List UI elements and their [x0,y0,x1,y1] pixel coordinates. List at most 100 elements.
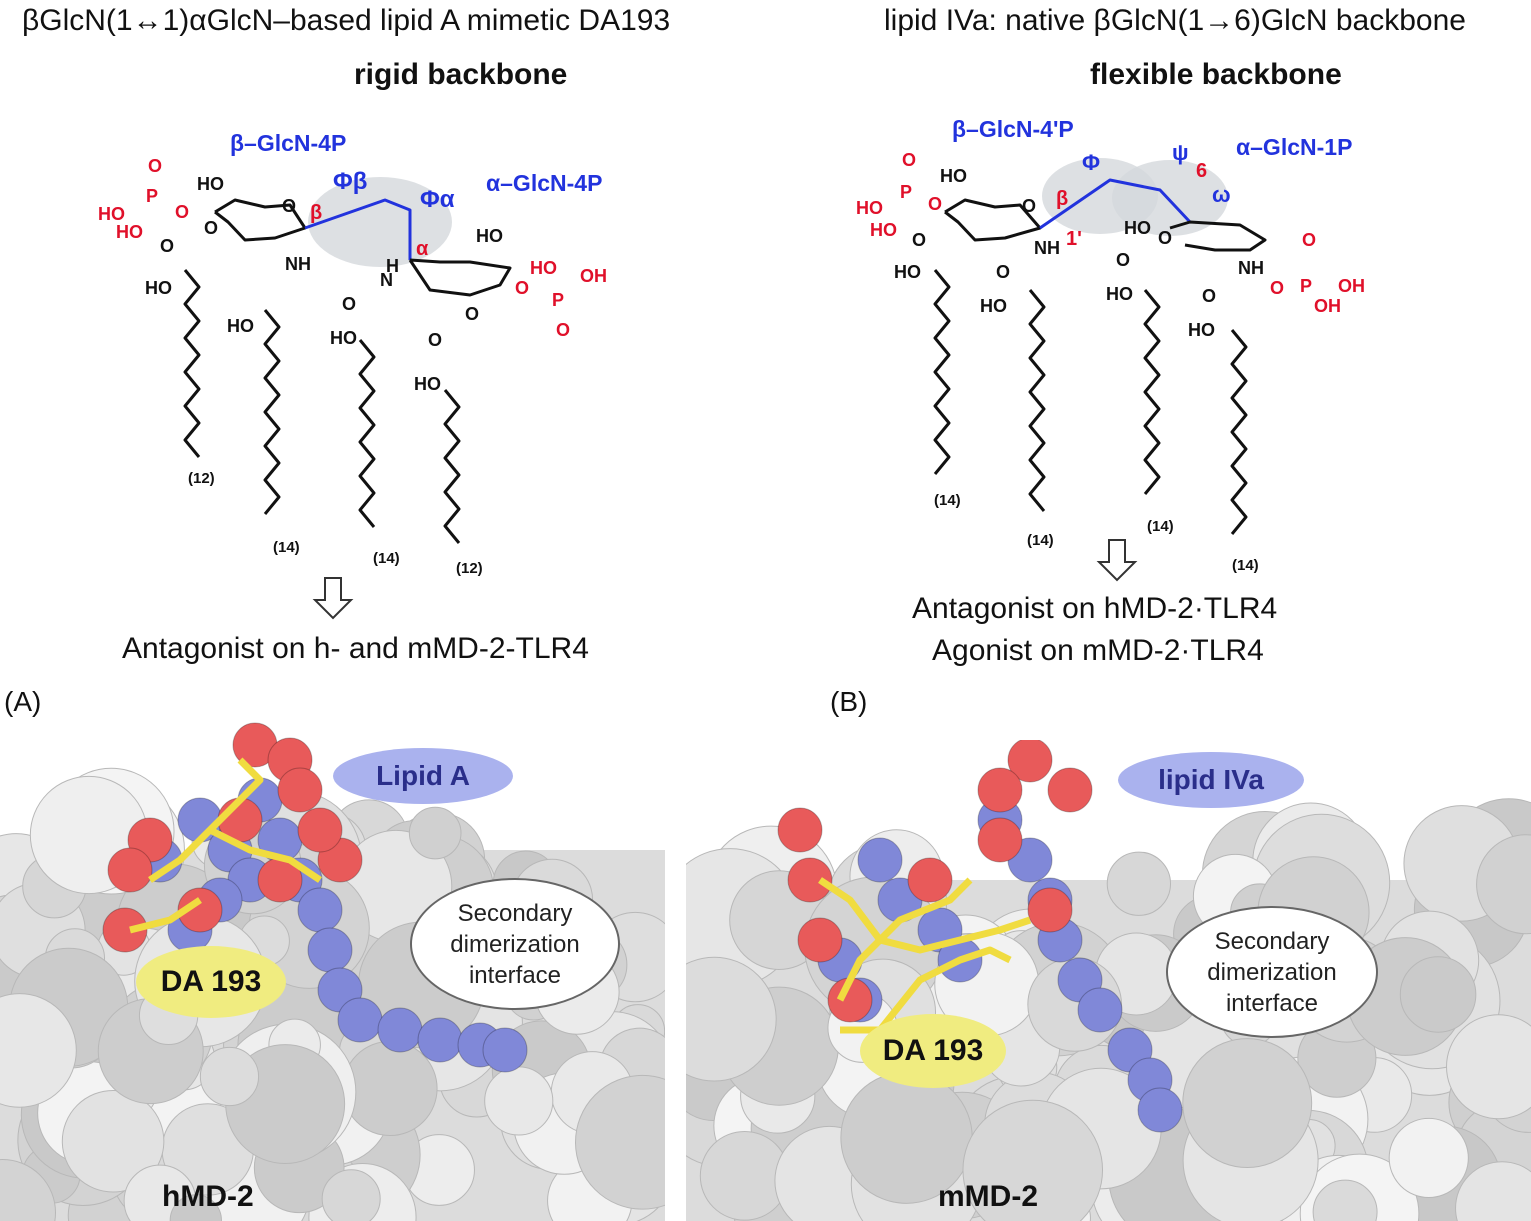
right-chain-length-1: (14) [934,492,961,509]
left-anomeric-alpha: α [416,238,429,260]
mmd2-surface-lobe [1312,1179,1378,1221]
hmd2-surface-lobe [169,1194,222,1221]
left-atom-label: O [465,304,480,324]
da193-label-a: DA 193 [160,965,262,998]
oxygen-sphere [277,767,323,813]
mmd2-surface-lobe [1446,1014,1531,1120]
left-glycosidic-bond [304,198,412,260]
right-title: lipid IVa: native βGlcN(1→6)GlcN backbon… [884,4,1466,37]
hmd2-label: hMD-2 [162,1180,254,1213]
oxygen-sphere [107,847,153,893]
torsion-region-left [308,177,452,267]
secondary-interface-bubble-b: Secondary dimerization interface [1166,906,1378,1038]
right-sugar-alpha-label: α–GlcN-1P [1236,134,1353,160]
left-chain-length-4: (12) [456,560,483,577]
hmd2-surface-lobe [484,1066,554,1136]
right-phosphate-atom-label: P [900,182,913,202]
hmd2-surface-lobe [199,1046,260,1107]
oxygen-sphere [177,887,223,933]
left-activity: Antagonist on h- and mMD-2-TLR4 [122,632,589,665]
left-atom-label: HO [330,328,357,348]
mmd2-surface-lobe [1106,851,1172,916]
hmd2-surface-lobe [321,1169,381,1221]
left-sugar-beta-label: β–GlcN-4P [230,130,347,156]
right-activity-mouse: Agonist on mMD-2·TLR4 [932,634,1264,667]
right-alpha-ring [1169,220,1267,252]
left-atom-label: O [428,330,443,350]
right-subtitle: flexible backbone [1090,58,1342,91]
left-anomeric-beta: β [310,202,323,224]
carbon-sphere [297,887,343,933]
lipid-iva-label: lipid IVa [1158,764,1264,795]
right-atom-label: O [1202,286,1217,306]
right-phosphate-atom-label: P [1300,276,1313,296]
right-chain-1 [933,269,951,475]
right-chain-2 [1028,289,1046,512]
left-phosphate-atom-label: O [515,278,530,298]
torsion-region-right-2 [1112,160,1228,236]
right-atom-label: O [1158,228,1173,248]
right-torsion-phi: Φ [1082,150,1101,175]
left-chain-length-2: (14) [273,539,300,556]
secondary-interface-label-b: Secondary dimerization interface [1207,927,1337,1017]
left-atom-label: HO [227,316,254,336]
lipid-a-label: Lipid A [376,760,470,791]
lipid-iva-bubble: lipid IVa [1118,752,1304,808]
right-atom-label: O [996,262,1011,282]
da193-sticks [208,826,322,883]
carbon-sphere [1077,987,1123,1033]
mmd2-label: mMD-2 [938,1180,1039,1213]
hmd2-surface-lobe [0,1159,56,1221]
da193-label-b: DA 193 [882,1034,984,1067]
right-glycosidic-bond [1039,178,1192,230]
left-phosphate-atom-label: HO [116,222,143,242]
oxygen-sphere [297,807,343,853]
left-atom-label: N [380,270,393,290]
panel-a-complex [0,722,665,1221]
left-atom-label: O [204,218,219,238]
oxygen-sphere [787,857,833,903]
right-chain-3 [1143,289,1161,495]
left-torsion-phi-beta: Φβ [333,168,368,195]
hmd2-surface-lobe [61,1089,165,1193]
right-atom-label: O [1022,196,1037,216]
right-phosphate-atom-label: OH [1338,276,1365,296]
right-atom-label: HO [894,262,921,282]
left-atom-label: HO [197,174,224,194]
right-atom-label: O [912,230,927,250]
da193-bubble-b: DA 193 [860,1014,1006,1088]
left-alpha-ring [408,258,512,297]
right-phosphate-atom-label: O [1270,278,1285,298]
right-sugar-beta-label: β–GlcN-4'P [952,116,1074,142]
right-activity-human: Antagonist on hMD-2·TLR4 [912,592,1278,625]
right-atom-label: HO [980,296,1007,316]
hmd2-surface-lobe [408,806,462,860]
right-anomeric-1prime: 1' [1066,228,1082,250]
carbon-sphere [1137,1087,1183,1133]
right-torsion-psi: ψ [1172,140,1189,165]
hmd2-surface-lobe [342,1040,438,1137]
right-anomeric-beta: β [1056,188,1069,210]
left-atom-label: HO [414,374,441,394]
left-subtitle: rigid backbone [354,58,568,91]
da193-bubble-a: DA 193 [136,946,286,1018]
left-phosphate-atom-label: P [146,186,159,206]
left-atom-label: O [282,196,297,216]
mmd2-surface-lobe [1476,834,1531,935]
secondary-interface-label-a: Secondary dimerization interface [450,899,580,989]
left-down-arrow [312,577,354,620]
carbon-sphere [857,837,903,883]
right-chain-length-4: (14) [1232,557,1259,574]
right-position-6: 6 [1196,160,1208,182]
right-phosphate-atom-label: HO [856,198,883,218]
right-chain-length-3: (14) [1147,518,1174,535]
left-phosphate-atom-label: O [556,320,571,340]
oxygen-sphere [1027,887,1073,933]
mmd2-surface-lobe [1388,1117,1469,1199]
left-atom-label: HO [476,226,503,246]
left-phosphate-atom-label: HO [530,258,557,278]
left-phosphate-atom-label: O [175,202,190,222]
right-atom-label: HO [1188,320,1215,340]
carbon-sphere [417,1017,463,1063]
